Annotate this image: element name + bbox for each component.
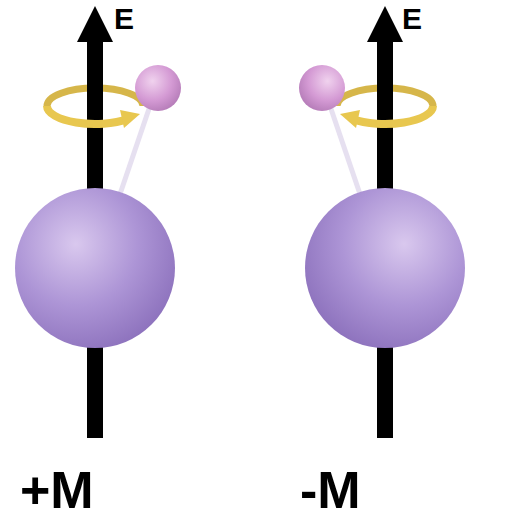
state-label: -M: [300, 464, 361, 516]
field-label: E: [114, 4, 134, 34]
left-molecule: [15, 6, 181, 438]
field-label: E: [402, 4, 422, 34]
state-label: +M: [20, 464, 94, 516]
right-molecule: [299, 6, 465, 438]
